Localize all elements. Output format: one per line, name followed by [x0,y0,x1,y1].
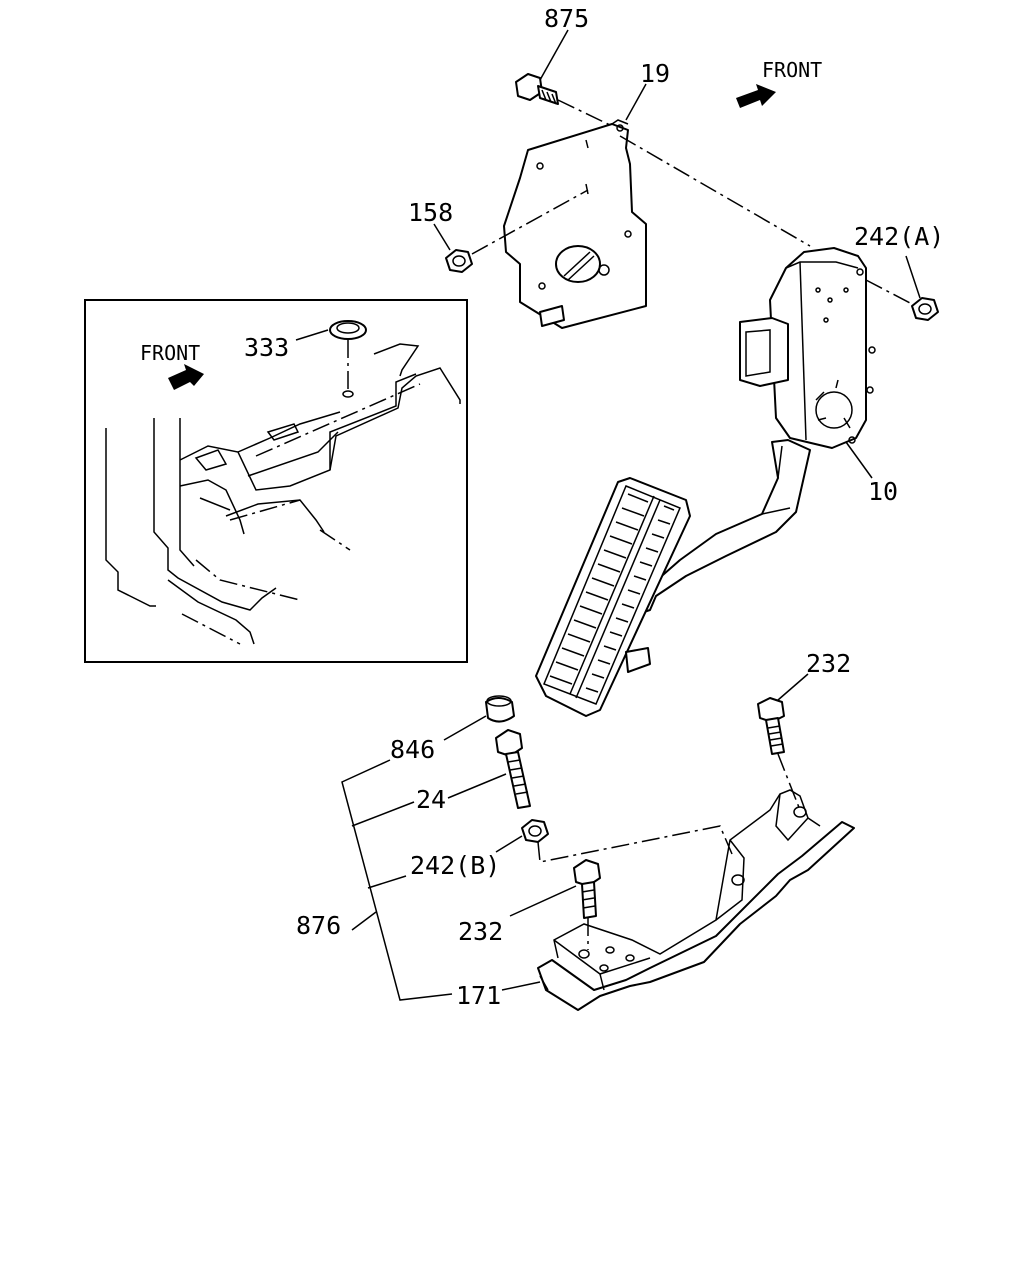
bolt-24 [447,729,531,809]
pedal-assembly-10 [535,247,876,717]
inset-detail: FRONT [84,299,468,663]
callout-24: 24 [416,785,446,814]
front-label-inset: FRONT [140,341,200,365]
callout-232-bottom: 232 [458,917,503,946]
nut-242a [865,255,939,321]
front-arrow-icon [736,84,776,108]
nut-158 [433,189,589,273]
bolt-232-bottom [509,859,601,950]
front-label-main: FRONT [762,58,822,82]
bolt-232-top [757,673,809,811]
callout-876: 876 [296,911,341,940]
callout-158: 158 [408,198,453,227]
bracket-19 [503,83,811,329]
callout-333: 333 [244,333,289,362]
callout-242a: 242(A) [854,222,944,251]
kit-876-bracket [341,759,453,1001]
callout-875: 875 [544,4,589,33]
front-arrow-main: FRONT [736,58,822,108]
bracket-171 [501,789,855,1011]
pedal-ribs [549,493,675,693]
callout-171: 171 [456,981,501,1010]
callout-232-top: 232 [806,649,851,678]
callout-19: 19 [640,59,670,88]
inset-front-arrow-icon [168,364,204,390]
callout-242b: 242(B) [410,851,500,880]
nut-242b [495,819,733,863]
callout-10: 10 [868,477,898,506]
cap-846 [443,695,515,741]
callout-846: 846 [390,735,435,764]
bolt-875 [515,29,613,127]
